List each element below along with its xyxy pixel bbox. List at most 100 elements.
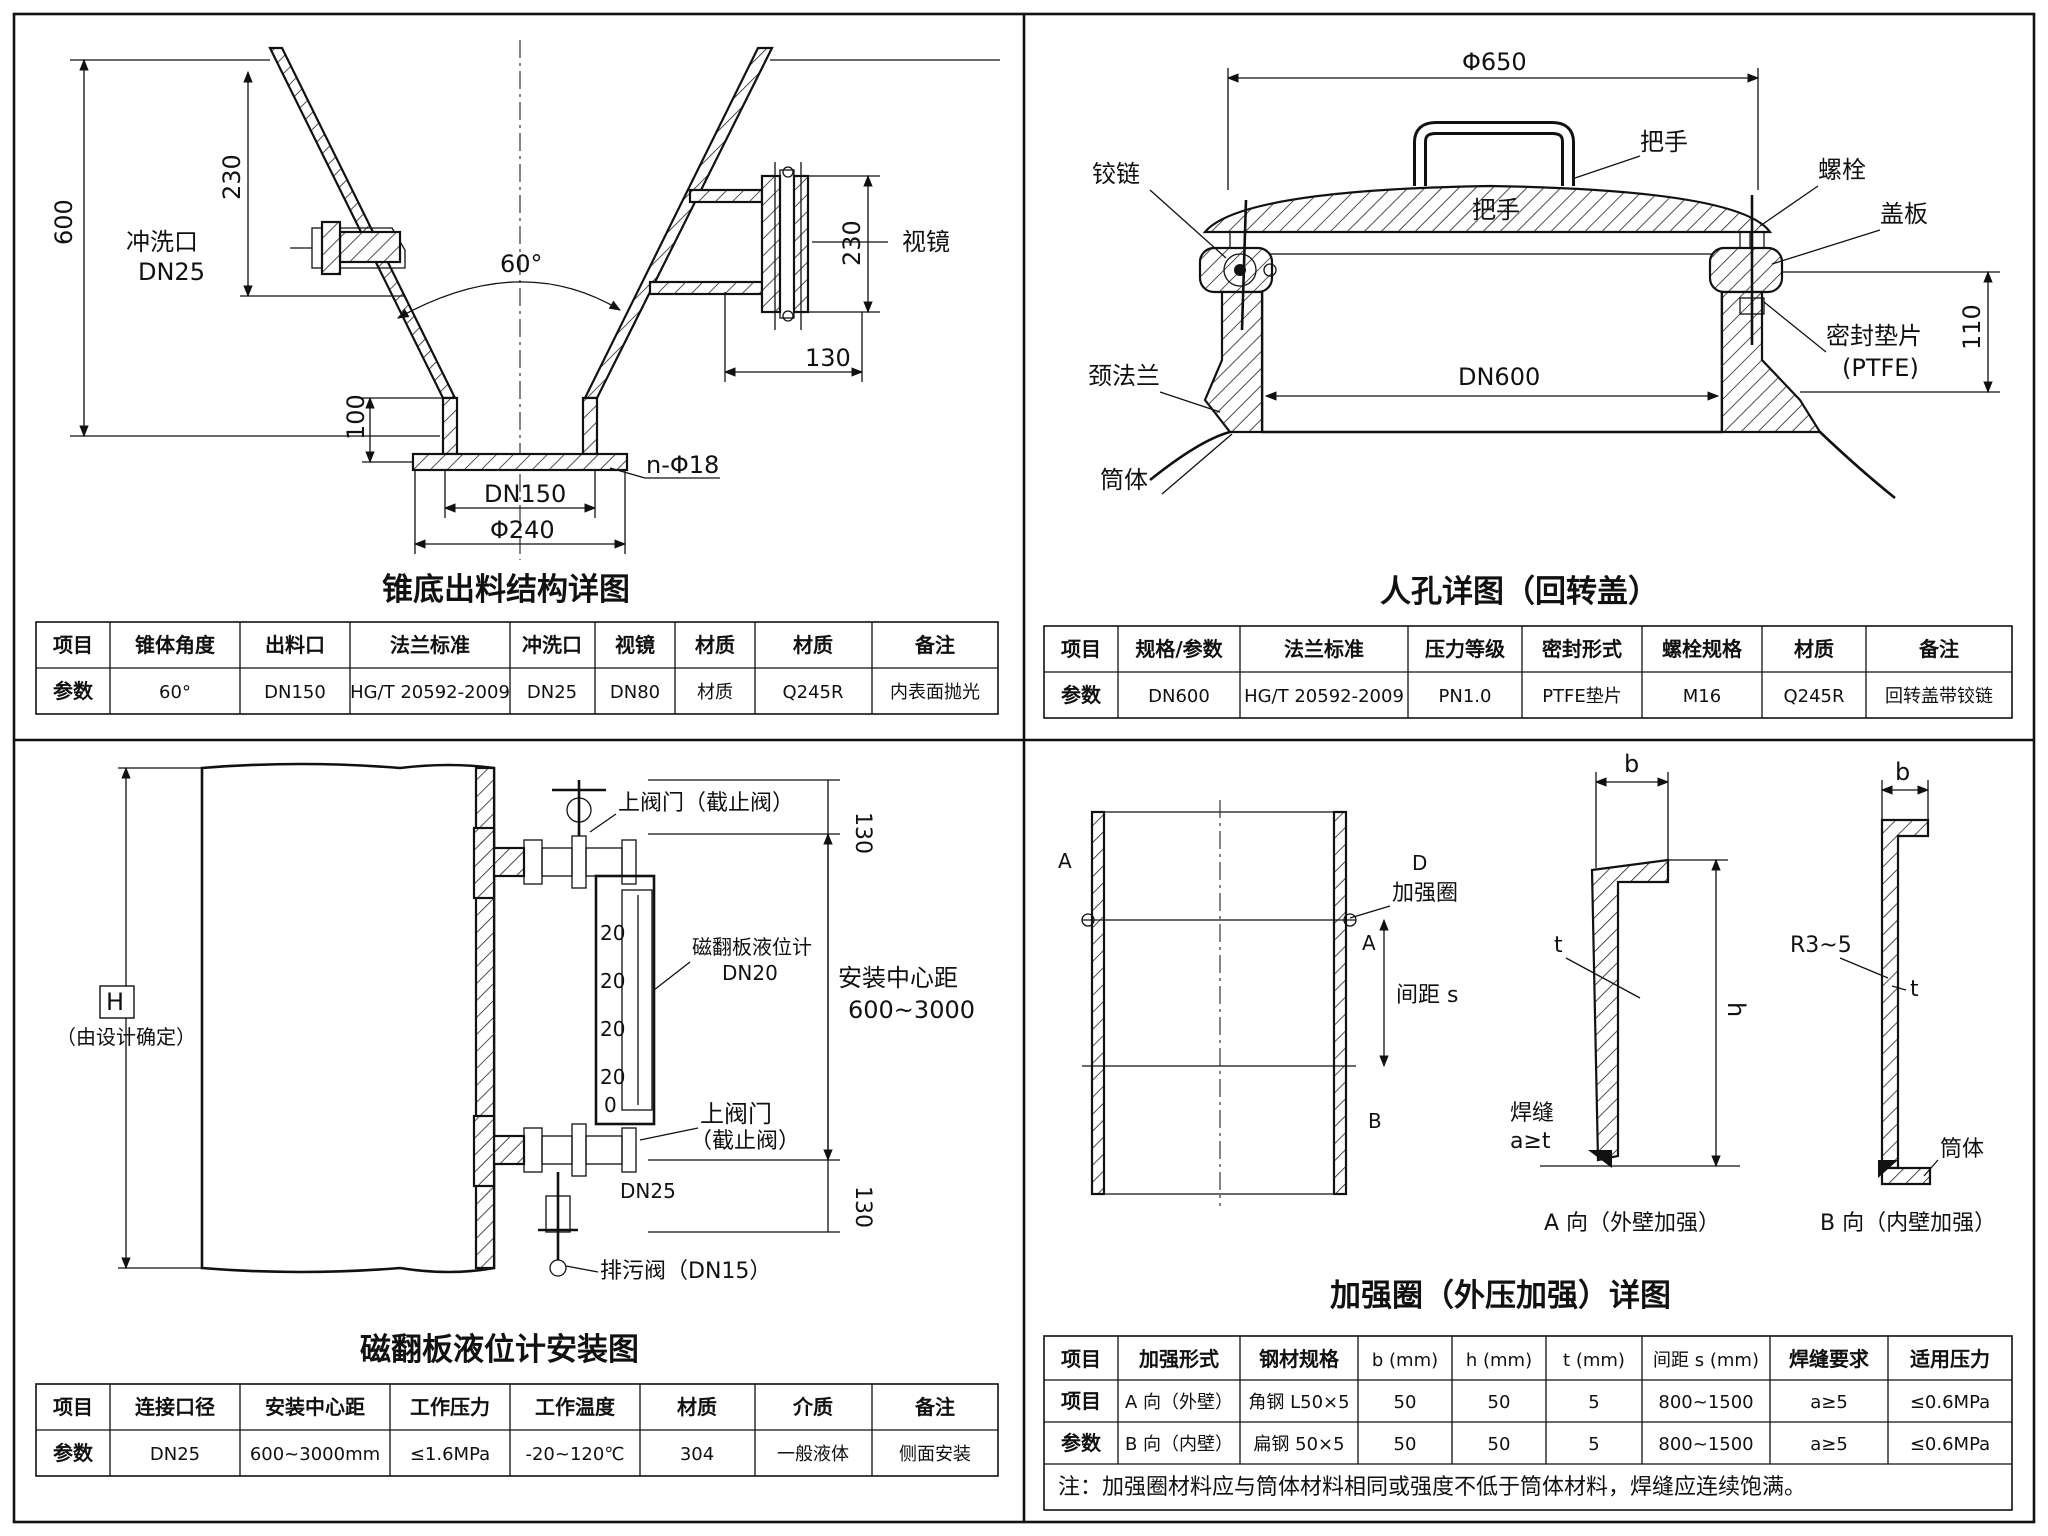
t1-header: 材质	[695, 633, 735, 657]
t4-cell: 800~1500	[1658, 1434, 1753, 1455]
flat-bar-section	[1880, 818, 1930, 1170]
panel-stiffening-ring: 间距 s 加强圈 D A A B b h t 焊缝 a≥t A 向（外壁加强） …	[1058, 750, 1996, 1314]
t1-cell: HG/T 20592-2009	[350, 682, 510, 703]
weld-size-label: a≥t	[1510, 1129, 1551, 1154]
ring-spacing-label: 间距 s	[1396, 983, 1458, 1008]
dim-top-130: 130	[850, 812, 875, 854]
table-stiffening-ring: 项目 加强形式 钢材规格 b (mm) h (mm) t (mm) 间距 s (…	[1043, 1335, 2013, 1511]
flush-port-flange	[320, 220, 342, 276]
dim-sight-width: 130	[805, 344, 851, 372]
t4-cell: 800~1500	[1658, 1392, 1753, 1413]
t1-cell: 材质	[697, 682, 733, 703]
cover-plate	[1202, 184, 1773, 234]
t3-header: 工作温度	[535, 1395, 616, 1419]
panel-1-title: 锥底出料结构详图	[382, 572, 630, 608]
panel-2-title: 人孔详图（回转盖）	[1380, 574, 1659, 610]
t4-cell: 5	[1588, 1392, 1599, 1413]
panel-manhole: Φ650 DN600 110 把手	[1088, 48, 2000, 610]
t3-header: 连接口径	[135, 1395, 215, 1419]
cover-handle	[1413, 121, 1575, 186]
dim-bottom-130: 130	[850, 1186, 875, 1228]
t4-header: 适用压力	[1910, 1347, 1990, 1371]
dim-cone-height: 230	[218, 154, 246, 200]
t3-cell: 600~3000mm	[250, 1444, 380, 1465]
ring-weld-right	[1343, 913, 1357, 927]
center-distance-label: 安装中心距	[838, 964, 958, 992]
dim-h: h	[1722, 1002, 1750, 1017]
t4-header: b (mm)	[1372, 1350, 1438, 1371]
t4-cell: 50	[1394, 1434, 1417, 1455]
t3-cell: 一般液体	[777, 1444, 849, 1465]
vessel-body	[200, 762, 496, 1274]
table-level-gauge: 项目 连接口径 安装中心距 工作压力 工作温度 材质 介质 备注 参数 DN25…	[35, 1383, 999, 1477]
dim-sight-height: 230	[838, 220, 866, 266]
t1-cell: DN80	[610, 682, 660, 703]
t2-header: 规格/参数	[1135, 637, 1223, 661]
t2-cell: PTFE垫片	[1542, 686, 1622, 707]
dim-outlet-height: 100	[342, 394, 370, 440]
cone-right-wall	[583, 46, 774, 400]
drain-valve-label: 排污阀（DN15）	[600, 1259, 771, 1284]
t1-cell: 60°	[159, 682, 191, 703]
outlet-nozzle-right	[581, 396, 599, 456]
t3-header: 项目	[53, 1395, 93, 1419]
shell-wall-left	[1090, 810, 1106, 1196]
t4-cell: 扁钢 50×5	[1253, 1434, 1344, 1455]
gasket-label: 密封垫片	[1826, 322, 1922, 350]
t4-cell: B 向（内壁）	[1125, 1434, 1233, 1455]
shell-label: 筒体	[1100, 466, 1148, 494]
dim-height-110: 110	[1958, 304, 1986, 350]
table-note: 注：加强圈材料应与筒体材料相同或强度不低于筒体材料，焊缝应连续饱满。	[1058, 1475, 1806, 1500]
panel-3-title: 磁翻板液位计安装图	[360, 1332, 639, 1368]
t2-header: 备注	[1918, 637, 1959, 661]
neck-left	[1203, 290, 1264, 434]
t2-cell: PN1.0	[1439, 686, 1492, 707]
bolt-holes-label: n-Φ18	[646, 451, 719, 479]
lower-valve-label: 上阀门	[700, 1100, 772, 1128]
t4-cell: ≤0.6MPa	[1910, 1434, 1990, 1455]
upper-nozzle-pad	[472, 826, 496, 900]
panel-4-title: 加强圈（外压加强）详图	[1330, 1278, 1671, 1314]
t1-cell: 内表面抛光	[890, 682, 980, 703]
level-gauge-body	[594, 874, 656, 1126]
ring-weld-left	[1081, 913, 1095, 927]
sight-pipe-bottom	[648, 280, 764, 296]
gauge-scale: 20 20 20 20 0	[600, 921, 625, 1117]
t1-header: 视镜	[615, 633, 655, 657]
shell-wall-right	[1332, 810, 1348, 1196]
t3-header: 材质	[677, 1395, 717, 1419]
dim-cover-diameter: Φ650	[1462, 48, 1527, 76]
cone-left-wall	[268, 46, 457, 400]
dim-flange-diameter: Φ240	[490, 516, 555, 544]
neck-right	[1720, 290, 1822, 434]
t3-cell: DN25	[150, 1444, 200, 1465]
scale-mark: 0	[604, 1093, 617, 1117]
t4-header: 钢材规格	[1259, 1347, 1340, 1371]
gauge-label: 磁翻板液位计	[692, 935, 812, 959]
t2-cell: HG/T 20592-2009	[1244, 686, 1404, 707]
lower-valve-sublabel: （截止阀）	[690, 1129, 800, 1154]
t1-header: 冲洗口	[522, 633, 582, 657]
flush-port-dn: DN25	[138, 258, 205, 286]
t4-cell: 5	[1588, 1434, 1599, 1455]
t1-header: 法兰标准	[390, 633, 470, 657]
t1-cell: 参数	[53, 679, 94, 703]
t3-cell: -20~120℃	[525, 1444, 624, 1465]
nozzle-dn-label: DN25	[620, 1179, 676, 1203]
shell-label-b: 筒体	[1940, 1137, 1984, 1162]
t1-header: 项目	[53, 633, 93, 657]
scale-mark: 20	[600, 921, 625, 945]
t3-header: 工作压力	[410, 1395, 490, 1419]
t2-cell: Q245R	[1783, 686, 1844, 707]
scale-mark: 20	[600, 1065, 625, 1089]
flush-port-pipe	[338, 230, 402, 264]
t1-header: 锥体角度	[135, 633, 216, 657]
bolt-label: 螺栓	[1818, 156, 1866, 184]
table-cone-bottom: 项目 锥体角度 出料口 法兰标准 冲洗口 视镜 材质 材质 备注 参数 60° …	[35, 621, 999, 715]
t2-cell: 参数	[1061, 683, 1102, 707]
t3-cell: ≤1.6MPa	[410, 1444, 490, 1465]
t2-cell: M16	[1683, 686, 1721, 707]
panel-cone-bottom: 60° 600 230 230 130 100	[50, 40, 1000, 608]
lower-nozzle-pad	[472, 1114, 496, 1188]
